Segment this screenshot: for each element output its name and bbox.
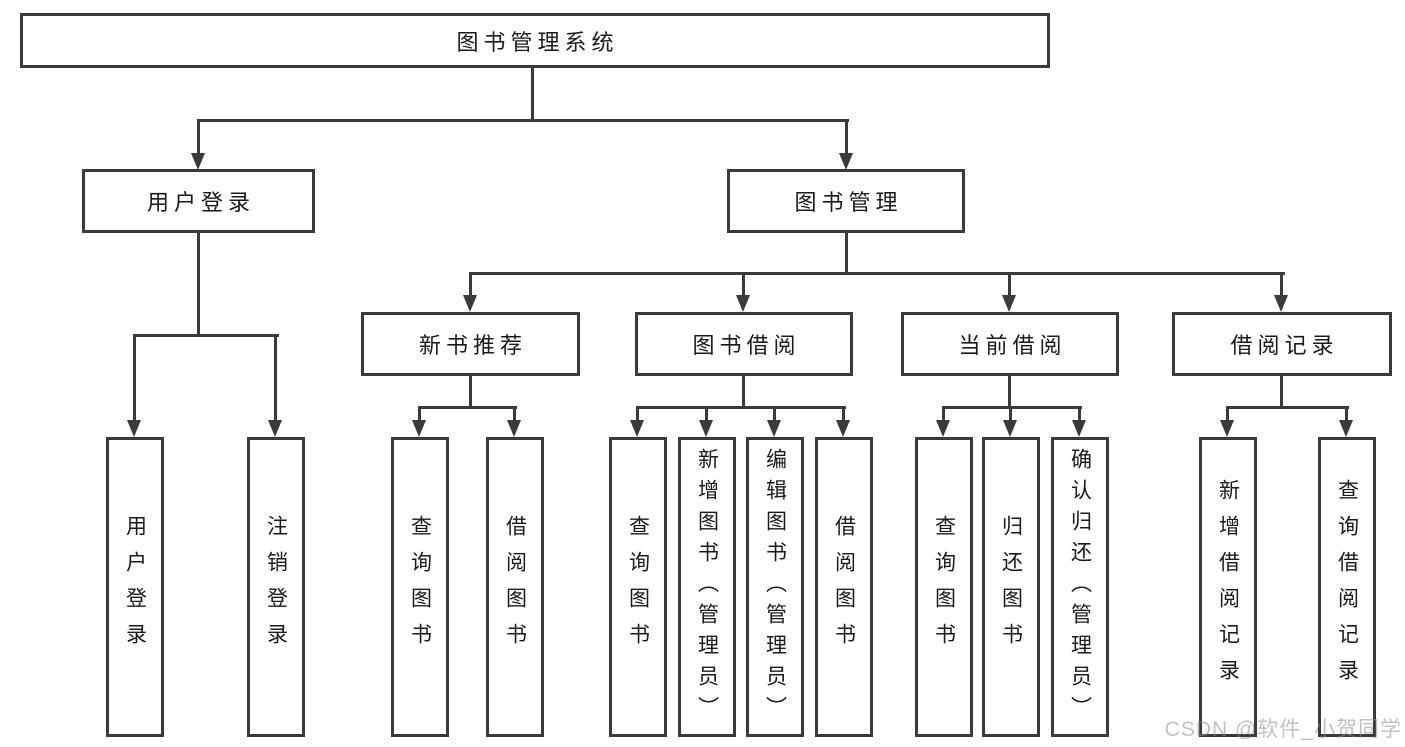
connector-level2-bar (197, 119, 849, 122)
connector-level3-bar (469, 272, 1285, 275)
arrow-to-borrow-books-1-icon (507, 406, 521, 437)
leaf-query-books-1-label: 查询图书 (408, 515, 432, 659)
leaf-add-book-admin-label: 新增图书（管理员） (695, 447, 719, 727)
leaf-add-borrow-record-label: 新增借阅记录 (1216, 479, 1240, 695)
arrow-to-add-book-icon (699, 406, 713, 437)
arrow-to-user-login-icon (191, 119, 205, 170)
arrow-to-query-books-2-icon (630, 406, 644, 437)
arrow-to-borrow-books-2-icon (836, 406, 850, 437)
leaf-borrow-books-2-label: 借阅图书 (832, 515, 856, 659)
leaf-confirm-return-admin: 确认归还（管理员） (1051, 437, 1109, 737)
leaf-query-books-3-label: 查询图书 (932, 515, 956, 659)
arrow-to-book-management-icon (839, 119, 853, 170)
arrow-to-query-books-1-icon (412, 406, 426, 437)
connector-user-login-stem (197, 231, 200, 336)
leaf-confirm-return-admin-label: 确认归还（管理员） (1068, 447, 1092, 727)
node-borrow-records-label: 借阅记录 (1230, 333, 1339, 358)
connector-root-stem (531, 66, 534, 121)
arrow-to-query-books-3-icon (936, 406, 950, 437)
node-library-system: 图书管理系统 (20, 13, 1050, 68)
leaf-query-books-2: 查询图书 (609, 437, 667, 737)
leaf-borrow-books-1: 借阅图书 (486, 437, 544, 737)
leaf-logout-label: 注销登录 (264, 515, 288, 659)
arrow-to-query-borrow-record-icon (1339, 406, 1353, 437)
node-new-book-recommend: 新书推荐 (361, 312, 580, 376)
connector-book-borrow-stem (742, 374, 745, 408)
connector-current-borrow-bar (942, 406, 1082, 409)
leaf-query-books-1: 查询图书 (391, 437, 449, 737)
leaf-query-borrow-record: 查询借阅记录 (1318, 437, 1376, 737)
connector-borrow-records-bar (1226, 406, 1349, 409)
leaf-logout: 注销登录 (247, 437, 305, 737)
leaf-return-book: 归还图书 (982, 437, 1040, 737)
arrow-to-book-borrow-icon (736, 272, 750, 312)
node-book-borrow-label: 图书借阅 (692, 333, 801, 358)
leaf-add-borrow-record: 新增借阅记录 (1199, 437, 1257, 737)
leaf-edit-book-admin-label: 编辑图书（管理员） (763, 447, 787, 727)
arrow-to-edit-book-icon (767, 406, 781, 437)
leaf-borrow-books-1-label: 借阅图书 (503, 515, 527, 659)
connector-user-login-bar (133, 334, 279, 337)
connector-book-borrow-bar (636, 406, 846, 409)
node-current-borrow: 当前借阅 (901, 312, 1119, 376)
node-book-management: 图书管理 (727, 169, 965, 233)
leaf-add-book-admin: 新增图书（管理员） (678, 437, 736, 737)
connector-new-book-recommend-stem (469, 374, 472, 408)
arrow-to-current-borrow-icon (1002, 272, 1016, 312)
arrow-to-new-book-recommend-icon (463, 272, 477, 312)
node-book-borrow: 图书借阅 (635, 312, 853, 376)
node-borrow-records: 借阅记录 (1172, 312, 1392, 376)
connector-borrow-records-stem (1280, 374, 1283, 408)
node-user-login-label: 用户登录 (146, 190, 255, 215)
csdn-watermark: CSDN @软件_小贺同学 (1164, 718, 1402, 741)
arrow-to-confirm-return-icon (1072, 406, 1086, 437)
node-library-system-label: 图书管理系统 (456, 29, 619, 55)
leaf-query-books-3: 查询图书 (915, 437, 973, 737)
node-new-book-recommend-label: 新书推荐 (418, 333, 527, 358)
leaf-query-borrow-record-label: 查询借阅记录 (1335, 479, 1359, 695)
leaf-edit-book-admin: 编辑图书（管理员） (746, 437, 804, 737)
node-user-login: 用户登录 (82, 169, 315, 233)
node-book-management-label: 图书管理 (794, 190, 903, 215)
arrow-to-leaf-user-login-icon (127, 334, 141, 437)
arrow-to-return-book-icon (1003, 406, 1017, 437)
leaf-borrow-books-2: 借阅图书 (815, 437, 873, 737)
connector-new-book-recommend-bar (418, 406, 517, 409)
connector-book-management-stem (845, 231, 848, 274)
leaf-user-login: 用户登录 (106, 437, 164, 737)
connector-current-borrow-stem (1008, 374, 1011, 408)
leaf-return-book-label: 归还图书 (999, 515, 1023, 659)
arrow-to-borrow-records-icon (1274, 272, 1288, 312)
leaf-user-login-label: 用户登录 (123, 515, 147, 659)
node-current-borrow-label: 当前借阅 (958, 333, 1067, 358)
leaf-query-books-2-label: 查询图书 (626, 515, 650, 659)
arrow-to-leaf-logout-icon (268, 334, 282, 437)
arrow-to-add-borrow-record-icon (1220, 406, 1234, 437)
